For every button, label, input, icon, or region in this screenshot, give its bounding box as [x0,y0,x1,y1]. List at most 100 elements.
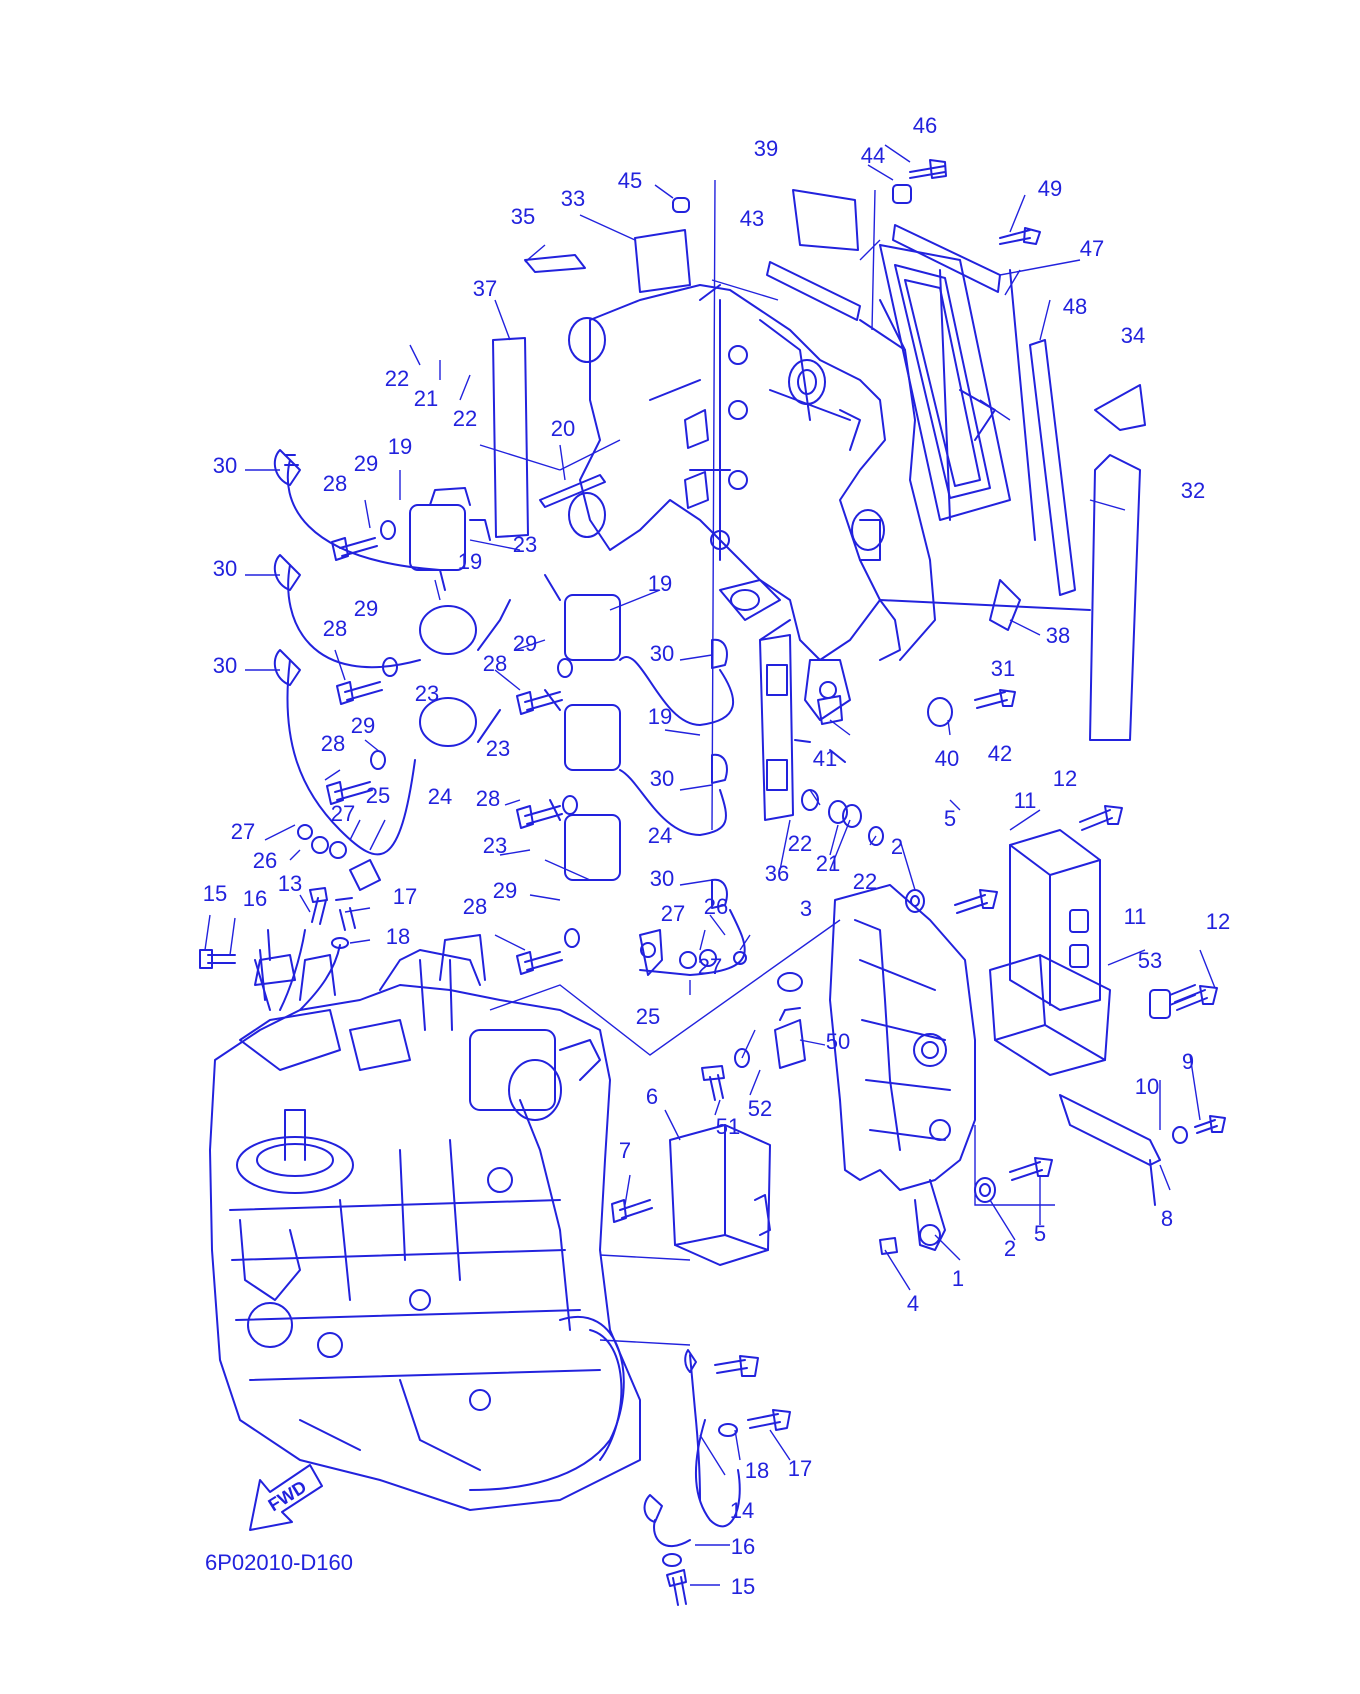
callout-26a: 26 [253,848,277,873]
callout-28d: 28 [321,731,345,756]
bolts-left [199,520,747,1011]
callout-5b: 5 [1034,1221,1046,1246]
callout-31: 31 [991,656,1015,681]
callout-23b: 23 [415,681,439,706]
upper-small-parts [492,159,1041,538]
electrical-bracket-assembly [568,284,936,721]
callout-17a: 17 [393,884,417,909]
ground-cables [643,1349,791,1606]
callout-11a: 11 [1014,788,1037,813]
ecu-bracket-assembly [669,829,1196,1266]
fwd-arrow-icon: FWD [249,1464,323,1531]
leader-lines [204,144,1216,1586]
callout-labels: 46 39 44 45 49 33 43 47 35 48 37 34 22 2… [203,113,1230,1599]
callout-22d: 22 [853,869,877,894]
callout-19a: 19 [388,434,412,459]
engine-block [209,929,641,1511]
callout-22c: 22 [788,831,812,856]
callout-47: 47 [1080,236,1104,261]
rear-panels [879,224,1146,741]
callout-15b: 15 [731,1574,755,1599]
callout-52: 52 [748,1096,772,1121]
callout-22b: 22 [453,406,477,431]
guide-lines [479,179,1055,1346]
callout-44: 44 [861,143,885,168]
callout-3: 3 [800,896,812,921]
callout-17b: 17 [788,1456,812,1481]
callout-18a: 18 [386,924,410,949]
callout-28a: 28 [323,471,347,496]
callout-38: 38 [1046,623,1070,648]
callout-28f: 28 [463,894,487,919]
callout-12a: 12 [1053,766,1077,791]
callout-5a: 5 [944,806,956,831]
callout-24b: 24 [648,823,672,848]
callout-39: 39 [754,136,778,161]
callout-30e: 30 [650,766,674,791]
callout-18b: 18 [745,1458,769,1483]
callout-35: 35 [511,204,535,229]
callout-23d: 23 [483,833,507,858]
callout-46: 46 [913,113,937,138]
callout-2b: 2 [1004,1236,1016,1261]
callout-27c: 27 [661,901,685,926]
callout-8: 8 [1161,1206,1173,1231]
callout-21a: 21 [414,386,438,411]
callout-29e: 29 [493,878,517,903]
callout-42: 42 [988,741,1012,766]
callout-30f: 30 [650,866,674,891]
callout-16b: 16 [731,1534,755,1559]
callout-45: 45 [618,168,642,193]
callout-13: 13 [278,871,302,896]
callout-30c: 30 [213,653,237,678]
callout-22a: 22 [385,366,409,391]
callout-25b: 25 [636,1004,660,1029]
callout-24a: 24 [428,784,452,809]
callout-15a: 15 [203,881,227,906]
callout-34: 34 [1121,323,1145,348]
callout-27a: 27 [231,819,255,844]
callout-32: 32 [1181,478,1205,503]
callout-23a: 23 [513,532,537,557]
callout-29c: 29 [513,631,537,656]
callout-28e: 28 [476,786,500,811]
callout-29d: 29 [351,713,375,738]
callout-27b: 27 [331,801,355,826]
callout-29a: 29 [354,451,378,476]
callout-4: 4 [907,1291,919,1316]
callout-7: 7 [619,1138,631,1163]
callout-37: 37 [473,276,497,301]
callout-48: 48 [1063,294,1087,319]
callout-11b: 11 [1124,904,1147,929]
callout-25a: 25 [366,783,390,808]
callout-1: 1 [952,1266,964,1291]
callout-10: 10 [1135,1074,1159,1099]
callout-6: 6 [646,1084,658,1109]
callout-40: 40 [935,746,959,771]
callout-14: 14 [730,1498,754,1523]
callout-41: 41 [813,746,837,771]
callout-2a: 2 [891,834,903,859]
callout-49: 49 [1038,176,1062,201]
callout-19d: 19 [648,704,672,729]
diagram-code: 6P02010-D160 [205,1550,353,1575]
callout-53: 53 [1138,948,1162,973]
callout-28b: 28 [323,616,347,641]
callout-29b: 29 [354,596,378,621]
callout-43: 43 [740,206,764,231]
callout-33: 33 [561,186,585,211]
callout-30a: 30 [213,453,237,478]
callout-16a: 16 [243,886,267,911]
callout-30d: 30 [650,641,674,666]
callout-23c: 23 [486,736,510,761]
callout-9: 9 [1182,1049,1194,1074]
callout-12b: 12 [1206,909,1230,934]
callout-26b: 26 [704,894,728,919]
callout-19b: 19 [458,549,482,574]
callout-51: 51 [716,1114,740,1139]
ignition-coils [273,449,746,976]
callout-50: 50 [826,1029,850,1054]
callout-21b: 21 [816,851,840,876]
callout-36: 36 [765,861,789,886]
